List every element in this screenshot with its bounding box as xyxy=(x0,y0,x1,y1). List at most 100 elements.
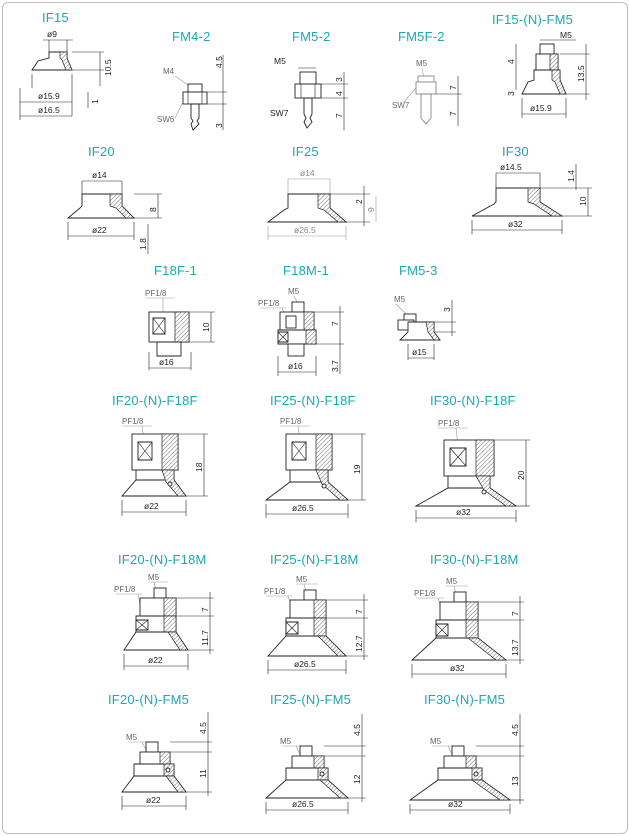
part-title: FM5F-2 xyxy=(398,29,445,44)
dim-label: PF1/8 xyxy=(258,299,280,308)
dim-label: ø26.5 xyxy=(292,799,314,809)
dim-label: 12.7 xyxy=(354,635,364,652)
dim-label: ø14 xyxy=(92,170,107,180)
dim-label: 12 xyxy=(352,774,362,784)
dim-label: M5 xyxy=(446,577,458,586)
dim-label: 20 xyxy=(516,470,526,480)
dim-label: M5 xyxy=(148,573,160,582)
dim-label: ø26.5 xyxy=(294,225,316,235)
dim-label: 9 xyxy=(366,207,376,212)
part-title: IF30 xyxy=(502,144,529,159)
dim-label: M5 xyxy=(430,737,442,746)
fm5-3-drawing: M5 ø15 3 xyxy=(394,295,456,360)
dim-label: 7 xyxy=(200,607,210,612)
dim-label: 10 xyxy=(201,322,211,332)
dim-label: 2 xyxy=(354,199,364,204)
if20-n-fm5-drawing: M5 ø22 4.5 11 xyxy=(121,712,212,810)
dim-label: ø15.9 xyxy=(530,103,552,113)
dim-label: 7 xyxy=(448,85,458,90)
part-title: F18F-1 xyxy=(154,263,198,278)
dim-label: ø9 xyxy=(47,29,57,39)
part-title: IF20-(N)-F18F xyxy=(112,393,198,408)
dim-label: ø14 xyxy=(300,168,315,178)
dim-label: 3.7 xyxy=(330,360,340,372)
dim-label: ø22 xyxy=(144,501,159,511)
dim-label: M5 xyxy=(416,59,428,68)
dim-label: M5 xyxy=(280,737,292,746)
part-title: IF30-(N)-F18F xyxy=(430,393,516,408)
dim-label: 4.5 xyxy=(198,722,208,734)
dim-label: M5 xyxy=(274,56,286,66)
dim-label: 4.5 xyxy=(510,724,520,736)
f18f-1-drawing: PF1/8 ø16 10 xyxy=(145,289,215,370)
dim-label: 4 xyxy=(334,91,344,96)
f18m-1-drawing: M5 PF1/8 ø16 7 3.7 xyxy=(258,287,344,376)
dim-label: PF1/8 xyxy=(280,417,302,426)
fm5-2-drawing: M5 SW7 3 4 7 xyxy=(270,56,348,130)
dim-label: 13.5 xyxy=(576,65,586,82)
dim-label: ø16 xyxy=(288,361,303,371)
part-title: IF20-(N)-FM5 xyxy=(108,692,190,707)
part-title: IF20-(N)-F18M xyxy=(118,552,207,567)
dim-label: M5 xyxy=(560,30,572,40)
fm4-2-drawing: M4 SW6 4.5 3 xyxy=(157,55,227,131)
dim-label: SW7 xyxy=(270,108,289,118)
dim-label: ø15.9 xyxy=(38,91,60,101)
part-title: IF30-(N)-F18M xyxy=(430,552,519,567)
dim-label: 1.4 xyxy=(566,170,576,182)
if30-n-f18m-drawing: M5 PF1/8 ø32 7 13.7 xyxy=(410,577,524,678)
dim-label: 3 xyxy=(334,77,344,82)
dim-label: M5 xyxy=(288,287,300,296)
fm5f-2-drawing: M5 SW7 7 7 xyxy=(392,59,462,126)
dim-label: 4 xyxy=(506,59,516,64)
dim-label: 8 xyxy=(148,207,158,212)
dim-label: ø22 xyxy=(146,795,161,805)
dim-label: 13.7 xyxy=(510,639,520,656)
if15-drawing: ø9 ø15.9 ø16.5 10.5 1 xyxy=(19,29,113,120)
part-title: IF25 xyxy=(292,144,319,159)
if30-drawing: ø14.5 ø32 1.4 10 xyxy=(471,162,592,234)
part-title: IF15 xyxy=(42,10,69,25)
dim-label: PF1/8 xyxy=(114,585,136,594)
dim-label: 11.7 xyxy=(200,630,210,646)
dim-label: 10 xyxy=(578,196,588,206)
dim-label: PF1/8 xyxy=(414,589,436,598)
dim-label: M5 xyxy=(126,733,138,742)
if20-n-f18f-drawing: PF1/8 ø22 18 xyxy=(121,417,208,516)
if25-n-f18m-drawing: M5 PF1/8 ø26.5 7 12.7 xyxy=(264,575,368,674)
dim-label: M4 xyxy=(163,67,175,76)
part-title: IF25-(N)-F18M xyxy=(270,552,359,567)
part-title: IF20 xyxy=(88,144,115,159)
part-title: F18M-1 xyxy=(283,263,329,278)
dim-label: ø32 xyxy=(508,219,523,229)
if20-drawing: ø14 ø22 8 1.8 xyxy=(66,170,162,254)
dim-label: 1.8 xyxy=(138,238,148,250)
dim-label: ø32 xyxy=(450,663,465,673)
dim-label: PF1/8 xyxy=(264,587,286,596)
part-title: FM4-2 xyxy=(172,29,211,44)
dim-label: 7 xyxy=(354,609,364,614)
dim-label: 1 xyxy=(90,99,100,104)
dim-label: PF1/8 xyxy=(145,289,167,298)
dim-label: M5 xyxy=(394,295,406,304)
if25-n-fm5-drawing: M5 ø26.5 4.5 12 xyxy=(264,714,366,814)
part-title: IF25-(N)-F18F xyxy=(270,393,356,408)
dim-label: 4.5 xyxy=(214,56,224,68)
dim-label: PF1/8 xyxy=(122,417,144,426)
if25-drawing: ø14 ø26.5 2 9 xyxy=(266,168,377,240)
dim-label: ø32 xyxy=(456,507,471,517)
dim-label: SW7 xyxy=(392,101,410,110)
dim-label: ø14.5 xyxy=(500,162,522,172)
dim-label: ø22 xyxy=(92,225,107,235)
dim-label: 7 xyxy=(330,321,340,326)
part-title: FM5-3 xyxy=(399,263,438,278)
dim-label: 7 xyxy=(448,111,458,116)
if15-n-fm5-drawing: M5 ø15.9 4 3 13.5 xyxy=(506,30,590,118)
part-title: IF30-(N)-FM5 xyxy=(424,692,506,707)
dim-label: 19 xyxy=(352,464,362,474)
dim-label: ø32 xyxy=(448,799,463,809)
dim-label: 11 xyxy=(198,769,208,778)
dim-label: 7 xyxy=(334,113,344,118)
part-title: FM5-2 xyxy=(292,29,331,44)
